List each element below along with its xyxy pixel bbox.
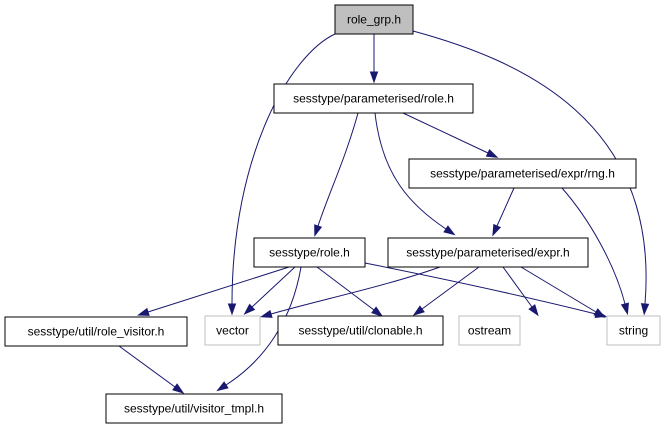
edge-layer xyxy=(118,30,650,394)
node-label-vector: vector xyxy=(216,324,249,338)
node-label-clonable: sesstype/util/clonable.h xyxy=(298,324,422,338)
edge-role-to-clonable xyxy=(316,266,375,311)
node-param-role[interactable]: sesstype/parameterised/role.h xyxy=(273,83,474,114)
edge-role_visitor-to-visitor_tmpl xyxy=(118,345,176,388)
node-box-role-grp[interactable] xyxy=(334,4,414,35)
arrowhead-param_expr-to-clonable xyxy=(412,305,425,316)
edge-role_grp-to-vector xyxy=(231,33,336,305)
node-label-param-role: sesstype/parameterised/role.h xyxy=(293,92,454,106)
arrowhead-param_expr-to-vector xyxy=(259,309,273,318)
node-layer: role_grp.h sesstype/parameterised/role.h s… xyxy=(4,4,661,424)
edge-param_expr-to-clonable xyxy=(421,266,480,310)
node-label-role: sesstype/role.h xyxy=(269,246,350,260)
edge-expr_rng-to-string xyxy=(561,187,626,305)
edge-expr_rng-to-param_expr xyxy=(496,187,515,227)
arrowhead-role-to-clonable xyxy=(371,306,384,317)
edge-role-to-visitor_tmpl xyxy=(225,266,302,386)
node-box-role-visitor[interactable] xyxy=(4,316,188,347)
edge-param_role-to-role xyxy=(317,112,359,227)
node-role-grp[interactable]: role_grp.h xyxy=(334,4,414,35)
node-ostream[interactable]: ostream xyxy=(458,315,521,346)
arrowhead-role_grp-to-param_role xyxy=(369,71,379,84)
node-box-param-expr[interactable] xyxy=(387,237,589,268)
node-box-vector[interactable] xyxy=(204,315,261,346)
arrowhead-param_role-to-param_expr xyxy=(443,225,456,236)
node-box-expr-rng[interactable] xyxy=(408,158,637,189)
node-label-ostream: ostream xyxy=(468,324,511,338)
edge-param_expr-to-string xyxy=(520,266,597,313)
edge-param_expr-to-vector xyxy=(270,266,441,315)
edge-param_expr-to-ostream xyxy=(502,266,533,308)
edge-role-to-vector xyxy=(251,266,296,308)
arrowhead-role-to-vector xyxy=(243,303,256,315)
node-label-role-visitor: sesstype/util/role_visitor.h xyxy=(28,325,165,339)
node-role[interactable]: sesstype/role.h xyxy=(253,237,366,268)
arrowhead-expr_rng-to-param_expr xyxy=(492,223,502,237)
node-expr-rng[interactable]: sesstype/parameterised/expr/rng.h xyxy=(408,158,637,189)
node-box-string[interactable] xyxy=(606,315,661,346)
node-box-ostream[interactable] xyxy=(458,315,521,346)
node-param-expr[interactable]: sesstype/parameterised/expr.h xyxy=(387,237,589,268)
node-visitor-tmpl[interactable]: sesstype/util/visitor_tmpl.h xyxy=(105,393,283,424)
node-box-clonable[interactable] xyxy=(277,315,444,346)
edge-param_role-to-param_expr xyxy=(374,112,447,230)
node-box-param-role[interactable] xyxy=(273,83,474,114)
arrowhead-param_expr-to-ostream xyxy=(528,304,539,317)
arrowhead-expr_rng-to-string xyxy=(620,302,629,316)
node-string[interactable]: string xyxy=(606,315,661,346)
node-clonable[interactable]: sesstype/util/clonable.h xyxy=(277,315,444,346)
arrowhead-param_role-to-expr_rng xyxy=(485,148,499,158)
arrowhead-param_role-to-role xyxy=(314,224,323,237)
edge-role-to-role_visitor xyxy=(147,266,290,313)
node-box-visitor-tmpl[interactable] xyxy=(105,393,283,424)
node-role-visitor[interactable]: sesstype/util/role_visitor.h xyxy=(4,316,188,347)
arrowhead-role_grp-to-vector xyxy=(227,303,237,316)
node-label-param-expr: sesstype/parameterised/expr.h xyxy=(406,246,569,260)
node-vector[interactable]: vector xyxy=(204,315,261,346)
arrowhead-param_expr-to-string xyxy=(593,308,606,318)
arrowhead-role_visitor-to-visitor_tmpl xyxy=(172,383,185,394)
node-box-role[interactable] xyxy=(253,237,366,268)
node-label-expr-rng: sesstype/parameterised/expr/rng.h xyxy=(430,167,615,181)
edge-role-to-string xyxy=(364,262,597,315)
node-label-visitor-tmpl: sesstype/util/visitor_tmpl.h xyxy=(124,402,264,416)
node-label-role-grp: role_grp.h xyxy=(347,13,401,27)
node-label-string: string xyxy=(619,324,648,338)
arrowhead-role_grp-to-string xyxy=(640,303,650,316)
edge-param_role-to-expr_rng xyxy=(402,112,489,154)
arrowhead-role-to-visitor_tmpl xyxy=(216,381,229,392)
arrowhead-role-to-role_visitor xyxy=(137,307,150,316)
edge-role_grp-to-string xyxy=(412,30,647,305)
